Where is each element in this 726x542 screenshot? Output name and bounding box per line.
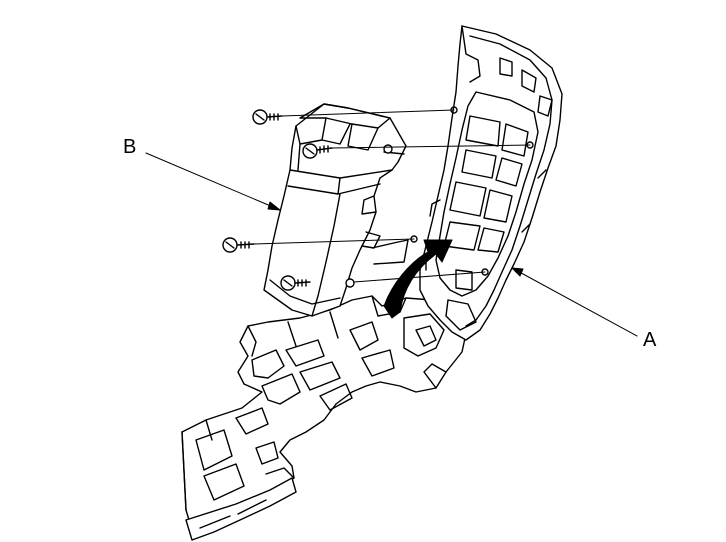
power-window-switch bbox=[263, 103, 409, 317]
screws bbox=[222, 106, 534, 291]
leader-b-arrowhead bbox=[267, 201, 281, 211]
alignment-lines bbox=[253, 109, 531, 283]
screw-1 bbox=[252, 109, 283, 125]
switch-bezel-panel bbox=[419, 25, 563, 341]
callout-label-a: A bbox=[643, 329, 657, 351]
leader-a bbox=[511, 267, 638, 337]
screw-2 bbox=[302, 143, 333, 159]
direction-arrow bbox=[383, 239, 453, 319]
callout-label-b: B bbox=[123, 136, 137, 158]
screw-4 bbox=[280, 275, 311, 291]
screw-3 bbox=[222, 237, 255, 253]
armrest-frame bbox=[181, 295, 469, 541]
leader-b bbox=[145, 152, 281, 211]
leader-a-arrowhead bbox=[511, 267, 524, 277]
callout-leaders bbox=[145, 152, 638, 337]
